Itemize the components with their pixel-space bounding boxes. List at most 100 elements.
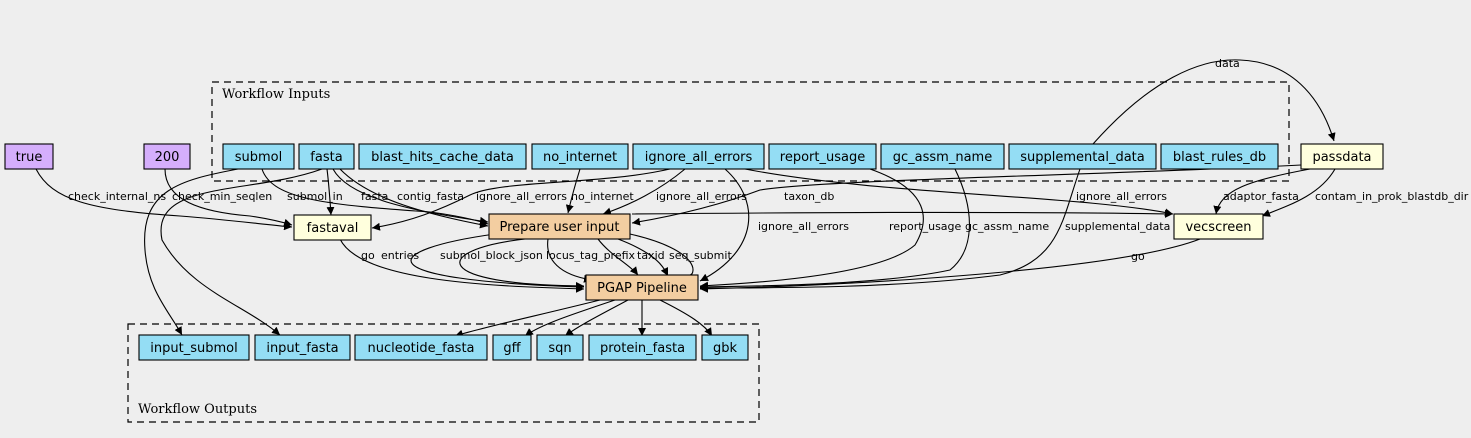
input-blast-rules-db-label: blast_rules_db bbox=[1173, 150, 1266, 165]
edge-passdata-to-vecscreen-contam bbox=[1261, 168, 1336, 217]
edge-true-to-fastaval bbox=[35, 168, 293, 231]
edge-passdata-to-vecscreen-adaptor bbox=[1213, 168, 1311, 215]
workflow-inputs-cluster: Workflow Inputs bbox=[211, 81, 1290, 182]
step-vecscreen-label: vecscreen bbox=[1185, 220, 1251, 235]
edge-prepare-submol-block bbox=[459, 238, 585, 290]
input-no-internet[interactable]: no_internet bbox=[531, 143, 629, 170]
output-nucleotide-fasta-label: nucleotide_fasta bbox=[367, 341, 474, 356]
edge-fasta-to-fastaval bbox=[326, 168, 335, 216]
output-gbk[interactable]: gbk bbox=[701, 334, 749, 361]
edge-label-no-internet: no_internet bbox=[571, 190, 634, 203]
output-gff-label: gff bbox=[503, 341, 521, 356]
edge-ignore-to-vecscreen bbox=[744, 168, 1174, 217]
edge-label-ignore-all-errors-b: ignore_all_errors bbox=[656, 190, 747, 203]
edge-label-check-min-seqlen: check_min_seqlen bbox=[172, 190, 272, 203]
input-no-internet-label: no_internet bbox=[543, 150, 617, 165]
edge-ignore-to-pgap bbox=[699, 168, 750, 282]
edge-fasta-to-input-fasta bbox=[160, 168, 323, 336]
edge-prepare-locus-tag bbox=[547, 238, 593, 283]
edge-no-internet-to-prepare bbox=[565, 168, 581, 214]
workflow-outputs-cluster: Workflow Outputs bbox=[127, 323, 760, 423]
edge-label-go-b: go bbox=[1131, 250, 1145, 263]
input-submol[interactable]: submol bbox=[222, 143, 295, 170]
step-prepare-user-input[interactable]: Prepare user input bbox=[488, 213, 631, 240]
input-report-usage-label: report_usage bbox=[780, 150, 865, 165]
input-gc-assm-name[interactable]: gc_assm_name bbox=[880, 143, 1005, 170]
edge-label-contam: contam_in_prok_blastdb_dir bbox=[1315, 190, 1469, 203]
edges bbox=[35, 59, 1336, 338]
output-nucleotide-fasta[interactable]: nucleotide_fasta bbox=[354, 334, 488, 361]
step-fastaval[interactable]: fastaval bbox=[293, 214, 372, 241]
output-protein-fasta-label: protein_fasta bbox=[600, 341, 685, 356]
input-supplemental-data[interactable]: supplemental_data bbox=[1008, 143, 1157, 170]
edge-label-locus-tag-prefix: locus_tag_prefix bbox=[546, 249, 636, 262]
node-true-label: true bbox=[16, 150, 43, 165]
node-200-label: 200 bbox=[155, 150, 180, 165]
edge-label-entries: entries bbox=[381, 249, 419, 262]
step-pgap-pipeline[interactable]: PGAP Pipeline bbox=[585, 274, 699, 301]
input-blast-hits-cache-data-label: blast_hits_cache_data bbox=[371, 150, 514, 165]
step-pgap-pipeline-label: PGAP Pipeline bbox=[597, 281, 687, 296]
edge-prepare-taxid bbox=[597, 238, 639, 276]
edge-label-taxid: taxid bbox=[637, 249, 665, 262]
edge-label-submol-in: submol_in bbox=[287, 190, 343, 203]
edge-supplemental-data-to-passdata bbox=[1092, 59, 1336, 145]
edge-label-taxon-db: taxon_db bbox=[784, 190, 834, 203]
edge-label-ignore-all-errors-d: ignore_all_errors bbox=[758, 220, 849, 233]
workflow-inputs-label: Workflow Inputs bbox=[222, 87, 330, 102]
edge-label-submol-block-json: submol_block_json bbox=[440, 249, 543, 262]
edge-submol-to-input-submol bbox=[144, 168, 239, 336]
edge-vecscreen-to-pgap bbox=[699, 238, 1201, 293]
edge-label-gc-assm-name: gc_assm_name bbox=[965, 220, 1049, 233]
edge-pgap-to-gbk bbox=[659, 299, 713, 337]
edge-prepare-to-vecscreen bbox=[631, 209, 1174, 218]
input-gc-assm-name-label: gc_assm_name bbox=[893, 150, 992, 165]
output-input-submol[interactable]: input_submol bbox=[138, 334, 250, 361]
output-input-fasta[interactable]: input_fasta bbox=[254, 334, 351, 361]
edge-label-supplemental-data: supplemental_data bbox=[1065, 220, 1170, 233]
output-sqn[interactable]: sqn bbox=[536, 334, 584, 361]
step-fastaval-label: fastaval bbox=[307, 221, 359, 236]
edge-fasta-to-prepare-contig bbox=[339, 168, 489, 229]
output-gff[interactable]: gff bbox=[492, 334, 532, 361]
edge-fastaval-to-pgap bbox=[339, 238, 585, 293]
output-sqn-label: sqn bbox=[548, 341, 571, 356]
node-200[interactable]: 200 bbox=[143, 143, 191, 170]
edge-label-go-a: go bbox=[361, 249, 375, 262]
edge-ignore-to-prepare bbox=[602, 168, 686, 216]
step-prepare-user-input-label: Prepare user input bbox=[499, 220, 619, 235]
step-vecscreen[interactable]: vecscreen bbox=[1173, 213, 1264, 240]
edge-label-contig-fasta: contig_fasta bbox=[397, 190, 464, 203]
edge-labels: data check_internal_ns check_min_seqlen … bbox=[68, 57, 1469, 263]
edge-label-data: data bbox=[1215, 57, 1240, 70]
input-fasta[interactable]: fasta bbox=[298, 143, 355, 170]
input-report-usage[interactable]: report_usage bbox=[768, 143, 877, 170]
output-input-submol-label: input_submol bbox=[150, 341, 237, 356]
edge-label-seq-submit: seq_submit bbox=[669, 249, 732, 262]
edge-gc-assm-name-to-pgap bbox=[699, 168, 970, 291]
edge-pgap-to-sqn bbox=[564, 299, 629, 337]
edge-label-check-internal-ns: check_internal_ns bbox=[68, 190, 166, 203]
input-ignore-all-errors[interactable]: ignore_all_errors bbox=[632, 143, 765, 170]
nodes: true 200 submol fasta blast_hits_cache_d… bbox=[4, 143, 1384, 361]
input-fasta-label: fasta bbox=[310, 150, 342, 165]
input-blast-rules-db[interactable]: blast_rules_db bbox=[1160, 143, 1279, 170]
step-passdata[interactable]: passdata bbox=[1300, 143, 1384, 170]
edge-report-usage-to-pgap bbox=[699, 168, 924, 290]
edge-label-report-usage: report_usage bbox=[889, 220, 962, 233]
input-ignore-all-errors-label: ignore_all_errors bbox=[645, 150, 753, 165]
output-protein-fasta[interactable]: protein_fasta bbox=[588, 334, 697, 361]
output-gbk-label: gbk bbox=[713, 341, 738, 356]
edge-fasta-to-prepare-fasta bbox=[332, 168, 489, 225]
edge-label-ignore-all-errors-c: ignore_all_errors bbox=[1076, 190, 1167, 203]
input-supplemental-data-label: supplemental_data bbox=[1020, 150, 1144, 165]
edge-label-ignore-all-errors-a: ignore_all_errors bbox=[476, 190, 567, 203]
workflow-outputs-label: Workflow Outputs bbox=[138, 402, 257, 417]
edge-pgap-to-gff bbox=[524, 299, 616, 337]
input-submol-label: submol bbox=[235, 150, 283, 165]
node-true[interactable]: true bbox=[4, 143, 54, 170]
input-blast-hits-cache-data[interactable]: blast_hits_cache_data bbox=[358, 143, 527, 170]
edge-label-adaptor-fasta: adaptor_fasta bbox=[1223, 190, 1299, 203]
